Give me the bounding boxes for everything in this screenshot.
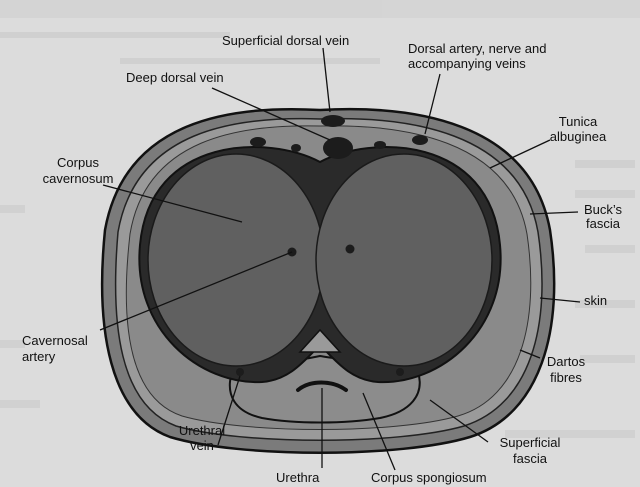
label-bucks-line1: Buck’s <box>584 202 623 217</box>
label-superficial-fascia-line2: fascia <box>513 451 548 466</box>
urethral-vein-right <box>396 368 404 376</box>
label-tunica-line2: albuginea <box>550 129 607 144</box>
label-superficial-fascia-line1: Superficial <box>500 435 561 450</box>
label-urethral-vein-line1: Urethral <box>179 423 225 438</box>
label-corpus-cavernosum-line2: cavernosum <box>43 171 114 186</box>
deep-dorsal-vein <box>323 137 353 159</box>
corpus-cavernosum-left <box>148 154 324 366</box>
label-cavernosal-line2: artery <box>22 349 56 364</box>
label-skin: skin <box>584 293 607 308</box>
label-dartos-line1: Dartos <box>547 354 586 369</box>
label-urethra: Urethra <box>276 470 320 485</box>
label-superficial-dorsal-vein: Superficial dorsal vein <box>222 33 349 48</box>
label-tunica-line1: Tunica <box>559 114 598 129</box>
cavernosal-artery-right <box>346 245 355 254</box>
label-cavernosal-line1: Cavernosal <box>22 333 88 348</box>
label-urethral-vein-line2: vein <box>190 438 214 453</box>
label-corpus-spongiosum: Corpus spongiosum <box>371 470 487 485</box>
label-deep-dorsal-vein: Deep dorsal vein <box>126 70 224 85</box>
urethral-vein-left <box>236 368 244 376</box>
superficial-dorsal-vein <box>321 115 345 127</box>
label-bucks-line2: fascia <box>586 216 621 231</box>
label-dartos-line2: fibres <box>550 370 582 385</box>
label-dorsal-artery-line2: accompanying veins <box>408 56 526 71</box>
corpus-cavernosum-right <box>316 154 492 366</box>
label-corpus-cavernosum-line1: Corpus <box>57 155 99 170</box>
label-dorsal-artery-line1: Dorsal artery, nerve and <box>408 41 547 56</box>
